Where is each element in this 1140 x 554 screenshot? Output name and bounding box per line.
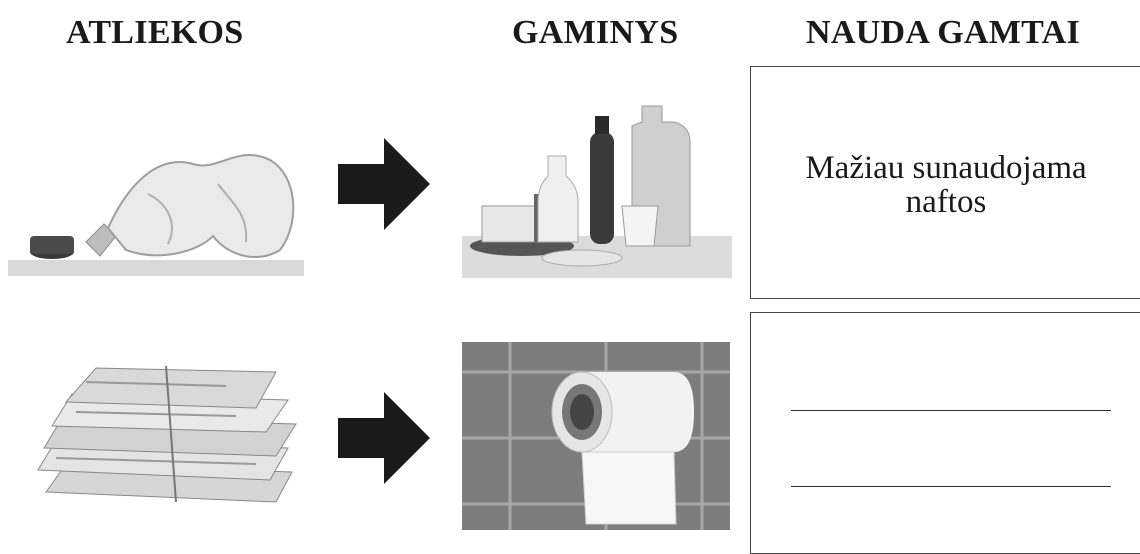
benefit-line-2: naftos: [905, 184, 987, 220]
newspaper-stack-icon: [37, 365, 297, 503]
toilet-paper-roll-icon: [462, 342, 730, 530]
benefit-box-2: [750, 312, 1140, 554]
header-waste: ATLIEKOS: [66, 14, 244, 51]
plastic-containers-icon: [462, 86, 732, 278]
benefit-line-1: Mažiau sunaudojama: [805, 150, 1087, 186]
right-arrow-icon: [338, 138, 430, 230]
right-arrow-icon: [338, 392, 430, 484]
benefit-box-1: Mažiau sunaudojama naftos: [750, 66, 1140, 299]
header-benefit: NAUDA GAMTAI: [806, 14, 1081, 51]
header-product: GAMINYS: [512, 14, 679, 51]
answer-blank-line[interactable]: [791, 410, 1111, 411]
crushed-plastic-bottle-icon: [8, 154, 304, 276]
benefit-text: Mažiau sunaudojama naftos: [751, 151, 1140, 219]
answer-blank-line[interactable]: [791, 486, 1111, 487]
